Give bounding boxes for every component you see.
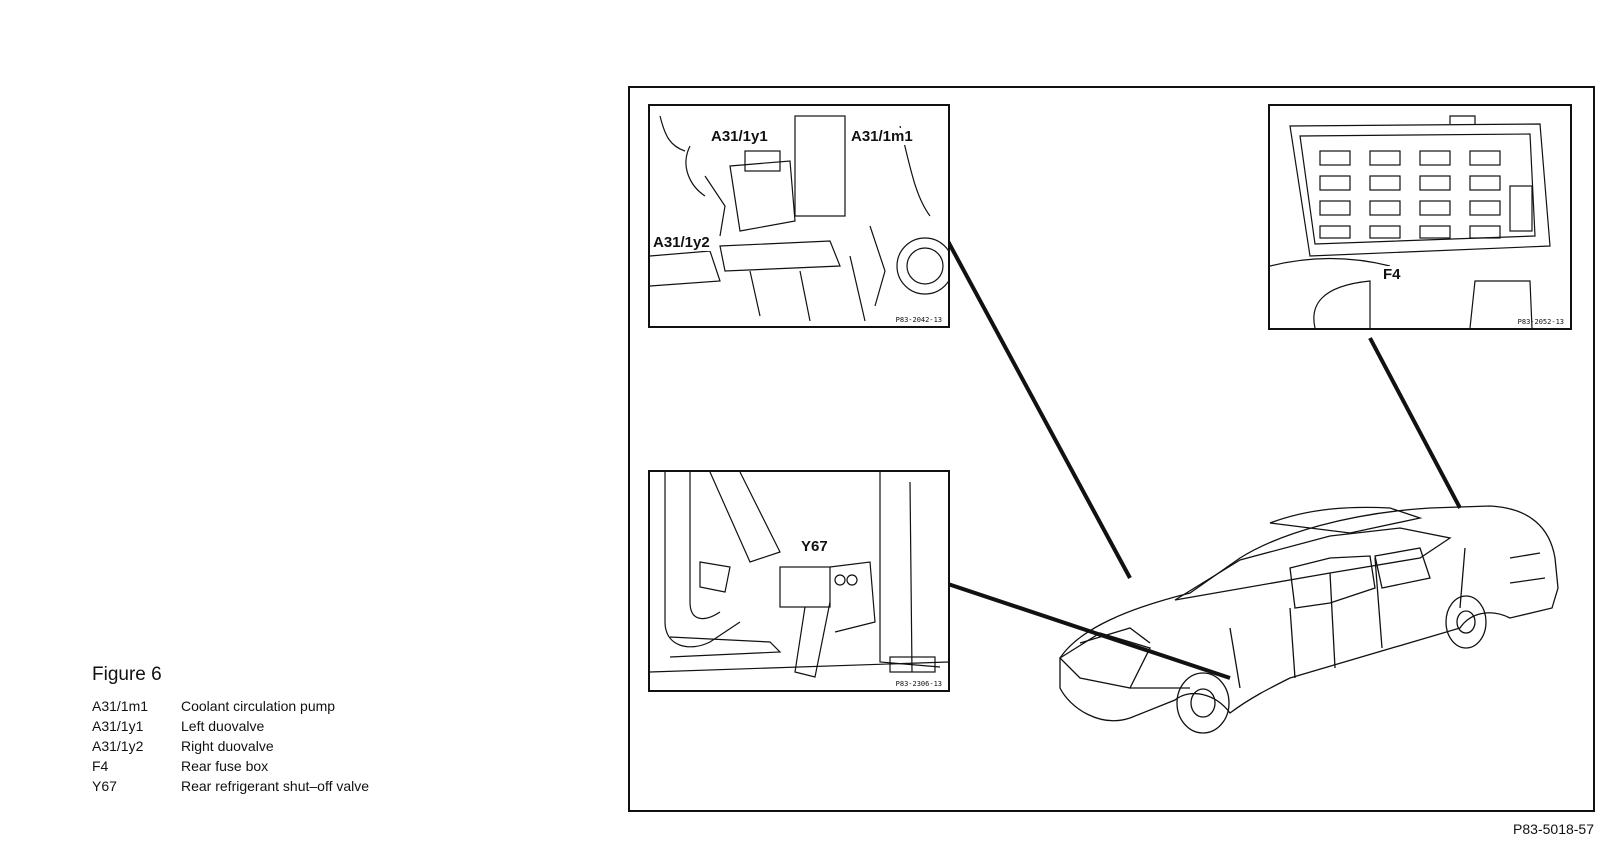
- car-drawing: [928, 207, 1559, 734]
- legend-code: Y67: [92, 778, 117, 794]
- legend-code: A31/1m1: [92, 698, 149, 714]
- fuse-inset: F4 P83-2052-13: [1268, 104, 1572, 330]
- inset-code: P83-2306-13: [895, 680, 942, 688]
- legend-title: Figure 6: [92, 664, 162, 685]
- diagram-frame: A31/1y1 A31/1m1 A31/1y2 P83-2042-13: [628, 86, 1595, 812]
- legend-code: A31/1y1: [92, 718, 144, 734]
- valve-inset: Y67 P83-2306-13: [648, 470, 950, 692]
- legend-code: A31/1y2: [92, 738, 144, 754]
- inset-code: P83-2042-13: [895, 316, 942, 324]
- legend-item: Y67 Rear refrigerant shut–off valve: [92, 776, 369, 796]
- legend-description: Coolant circulation pump: [181, 698, 336, 714]
- legend-item: F4 Rear fuse box: [92, 756, 369, 776]
- pump-drawing: [650, 115, 948, 322]
- legend-item: A31/1y1 Left duovalve: [92, 716, 369, 736]
- legend-code: F4: [92, 758, 109, 774]
- legend-item: A31/1y2 Right duovalve: [92, 736, 369, 756]
- legend-description: Rear refrigerant shut–off valve: [181, 778, 370, 794]
- legend-item: A31/1m1 Coolant circulation pump: [92, 696, 369, 716]
- legend-description: Left duovalve: [181, 718, 265, 734]
- legend-description: Rear fuse box: [181, 758, 269, 774]
- legend-description: Right duovalve: [181, 738, 274, 754]
- figure-code: P83-5018-57: [1513, 821, 1594, 837]
- fuse-box-drawing: [1270, 115, 1551, 328]
- label-y67: Y67: [800, 538, 829, 555]
- label-a31-1y1: A31/1y1: [710, 128, 769, 145]
- label-f4: F4: [1382, 266, 1402, 283]
- legend: Figure 6 A31/1m1 Coolant circulation pum…: [92, 664, 369, 796]
- label-a31-1m1: A31/1m1: [850, 128, 914, 145]
- label-a31-1y2: A31/1y2: [652, 234, 711, 251]
- inset-code: P83-2052-13: [1517, 318, 1564, 326]
- pump-inset: A31/1y1 A31/1m1 A31/1y2 P83-2042-13: [648, 104, 950, 328]
- valve-drawing: [650, 472, 948, 678]
